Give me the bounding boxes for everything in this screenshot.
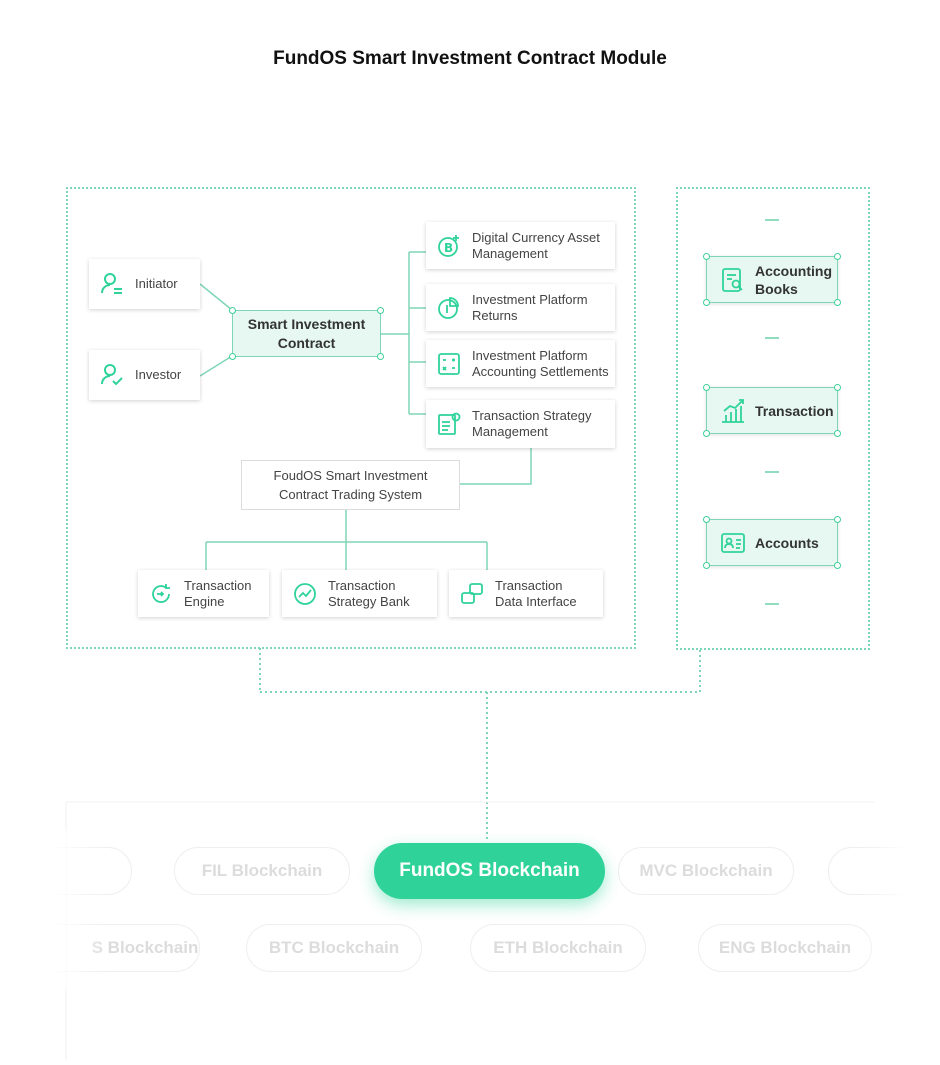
chain-label: MVC Blockchain: [639, 861, 773, 880]
service-digital-currency: B Digital Currency Asset Management: [426, 222, 615, 269]
chart-line-icon: [292, 581, 318, 607]
component-label: Transaction Engine: [184, 577, 252, 609]
separator-dash: [765, 219, 779, 221]
book-search-icon: [719, 266, 747, 294]
node-handle: [703, 299, 710, 306]
chain-label: S Blockchain: [91, 938, 199, 957]
node-handle: [834, 516, 841, 523]
component-strategy-bank: Transaction Strategy Bank: [282, 570, 437, 617]
node-handle: [229, 307, 236, 314]
fundos-blockchain-pill: FundOS Blockchain: [374, 843, 605, 899]
separator-dash: [765, 603, 779, 605]
svg-text:B: B: [444, 241, 453, 255]
component-transaction-engine: Transaction Engine: [138, 570, 269, 617]
component-data-interface: Transaction Data Interface: [449, 570, 603, 617]
calculator-icon: [436, 351, 462, 377]
node-handle: [703, 430, 710, 437]
service-label: Digital Currency Asset Management: [472, 229, 600, 261]
ledger-accounts: Accounts: [703, 516, 841, 569]
actor-investor: Investor: [89, 350, 200, 400]
actor-label: Initiator: [135, 276, 178, 291]
service-label: Investment Platform Accounting Settlemen…: [472, 347, 609, 379]
separator-dash: [765, 471, 779, 473]
service-label: Investment Platform Returns: [472, 291, 588, 323]
service-strategy-management: Transaction Strategy Management: [426, 400, 615, 448]
node-handle: [834, 299, 841, 306]
service-platform-returns: Investment Platform Returns: [426, 284, 615, 331]
engine-icon: [148, 581, 174, 607]
layers-icon: [459, 581, 485, 607]
ledger-label: Transaction: [755, 402, 834, 419]
node-handle: [834, 384, 841, 391]
diagram-title: FundOS Smart Investment Contract Module: [273, 48, 667, 69]
node-handle: [834, 562, 841, 569]
node-handle: [229, 353, 236, 360]
component-label: Transaction Strategy Bank: [328, 577, 410, 609]
chain-pill-mvc: MVC Blockchain: [618, 847, 794, 895]
bar-chart-icon: [719, 397, 747, 425]
center-node-label: Smart Investment Contract: [247, 315, 366, 351]
chain-label: ETH Blockchain: [493, 938, 623, 957]
service-label: Transaction Strategy Management: [472, 408, 592, 439]
edge-fade-left: [0, 830, 110, 990]
chain-pill-btc: BTC Blockchain: [246, 924, 422, 972]
id-card-icon: [719, 529, 747, 557]
trading-system-box: FoudOS Smart Investment Contract Trading…: [241, 460, 460, 510]
chain-pill-eng: ENG Blockchain: [698, 924, 872, 972]
node-handle: [834, 430, 841, 437]
chain-label: ENG Blockchain: [718, 938, 852, 957]
contract-module-region: [66, 187, 636, 649]
trading-system-label: FoudOS Smart Investment Contract Trading…: [273, 468, 428, 502]
user-check-icon: [99, 362, 125, 388]
pie-chart-icon: [436, 295, 462, 321]
ledger-label: Accounting Books: [755, 262, 832, 297]
node-handle: [703, 516, 710, 523]
actor-label: Investor: [135, 367, 182, 382]
chain-label: BTC Blockchain: [268, 938, 400, 957]
document-gear-icon: [436, 411, 462, 437]
node-handle: [834, 253, 841, 260]
ledger-label: Accounts: [755, 534, 819, 551]
edge-fade-right: [860, 830, 940, 990]
separator-dash: [765, 337, 779, 339]
actor-initiator: Initiator: [89, 259, 200, 309]
ledger-transaction: Transaction: [703, 384, 841, 437]
node-handle: [703, 384, 710, 391]
ledger-accounting-books: Accounting Books: [703, 253, 841, 306]
node-handle: [703, 562, 710, 569]
component-label: Transaction Data Interface: [495, 577, 577, 609]
bitcoin-plus-icon: B: [436, 233, 462, 259]
chain-main-label: FundOS Blockchain: [399, 860, 580, 881]
node-handle: [377, 353, 384, 360]
chain-pill-eth: ETH Blockchain: [470, 924, 646, 972]
node-handle: [377, 307, 384, 314]
user-icon: [99, 271, 125, 297]
chain-label: FIL Blockchain: [201, 861, 323, 880]
service-accounting-settlements: Investment Platform Accounting Settlemen…: [426, 340, 615, 387]
node-handle: [703, 253, 710, 260]
chain-pill-fil: FIL Blockchain: [174, 847, 350, 895]
smart-investment-contract-node: Smart Investment Contract: [229, 307, 384, 360]
ledger-region: [676, 187, 870, 650]
